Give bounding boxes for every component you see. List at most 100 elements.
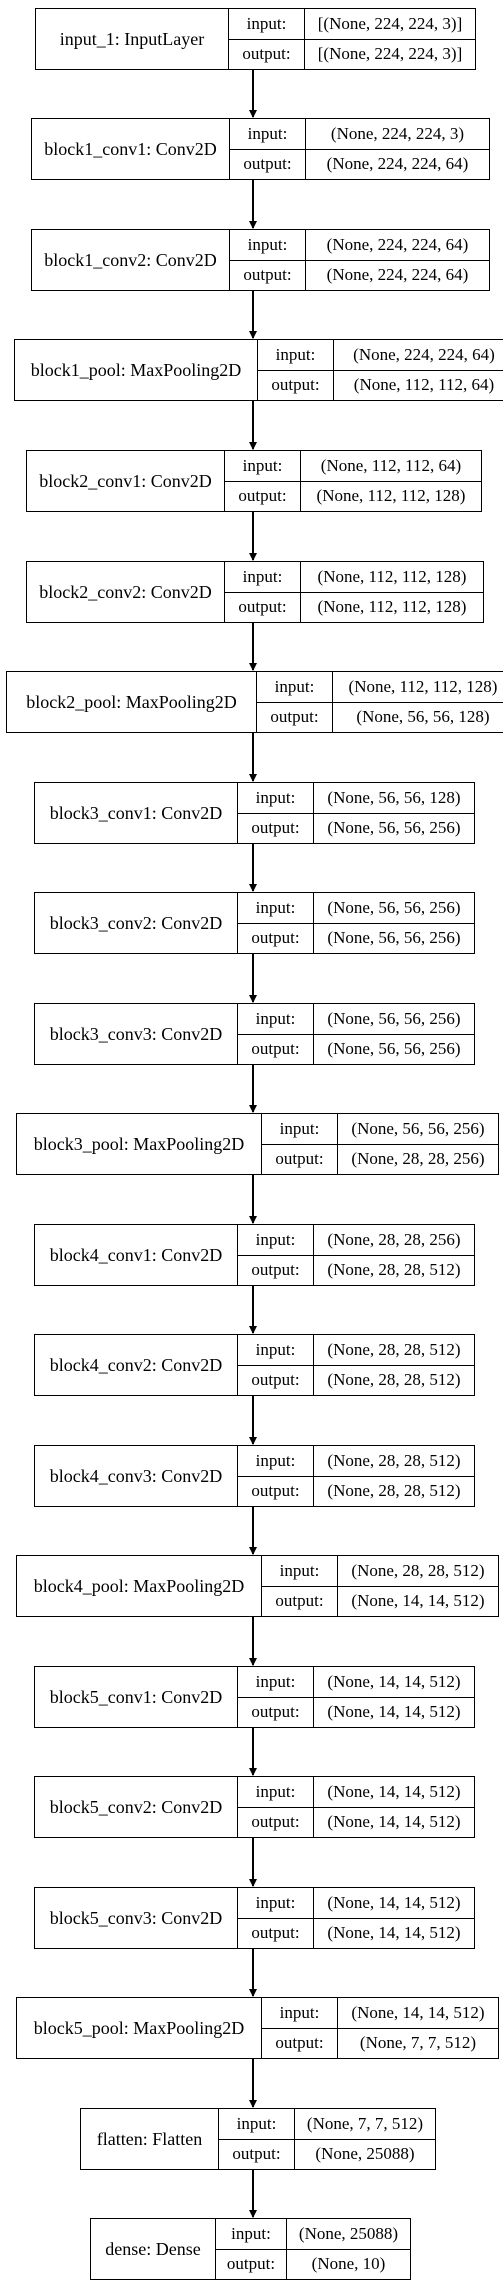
layer-name: block2_conv1: Conv2D xyxy=(39,470,212,491)
input-label: input: xyxy=(229,9,305,39)
input-shape: (None, 28, 28, 512) xyxy=(327,1339,461,1359)
shape-table: input: (None, 56, 56, 256) output: (None… xyxy=(237,893,474,953)
output-shape: (None, 7, 7, 512) xyxy=(359,2033,477,2053)
input-label: input: xyxy=(262,1998,338,2028)
shape-table: input: (None, 224, 224, 64) output: (Non… xyxy=(257,340,503,400)
output-row: output: (None, 28, 28, 256) xyxy=(262,1143,498,1174)
layer-name: block2_pool: MaxPooling2D xyxy=(26,691,237,712)
input-label: input: xyxy=(238,1225,314,1255)
layer-name: block4_conv3: Conv2D xyxy=(49,1465,223,1486)
input-label: input: xyxy=(238,1888,314,1918)
input-row: input: (None, 25088) xyxy=(216,2219,410,2249)
output-row: output: (None, 28, 28, 512) xyxy=(238,1475,474,1506)
input-row: input: (None, 28, 28, 512) xyxy=(238,1446,474,1476)
output-row: output: (None, 56, 56, 256) xyxy=(238,812,474,843)
output-label: output: xyxy=(230,149,306,179)
output-row: output: (None, 56, 56, 128) xyxy=(257,701,503,732)
output-row: output: (None, 14, 14, 512) xyxy=(262,1585,498,1616)
input-row: input: (None, 112, 112, 128) xyxy=(257,672,503,702)
input-shape: [(None, 224, 224, 3)] xyxy=(317,13,463,33)
input-label: input: xyxy=(238,1335,314,1365)
layer-name: block5_pool: MaxPooling2D xyxy=(33,2017,245,2038)
shape-table: input: (None, 28, 28, 512) output: (None… xyxy=(237,1446,474,1506)
output-shape: (None, 25088) xyxy=(315,2144,415,2164)
output-label: output: xyxy=(238,1255,314,1285)
output-shape: (None, 224, 224, 64) xyxy=(326,265,469,285)
layer-node: block4_conv1: Conv2D input: (None, 28, 2… xyxy=(34,1224,475,1286)
input-shape: (None, 14, 14, 512) xyxy=(327,1781,461,1801)
shape-table: input: (None, 14, 14, 512) output: (None… xyxy=(237,1888,474,1948)
input-shape: (None, 56, 56, 256) xyxy=(327,1008,461,1028)
output-row: output: (None, 56, 56, 256) xyxy=(238,922,474,953)
layer-name: block5_conv3: Conv2D xyxy=(49,1907,223,1928)
input-label: input: xyxy=(262,1556,338,1586)
output-row: output: (None, 7, 7, 512) xyxy=(262,2027,498,2058)
input-shape: (None, 14, 14, 512) xyxy=(327,1671,461,1691)
output-shape: (None, 56, 56, 256) xyxy=(327,1039,461,1059)
output-label: output: xyxy=(225,481,301,511)
layer-node: block4_conv2: Conv2D input: (None, 28, 2… xyxy=(34,1334,475,1396)
output-shape: (None, 56, 56, 256) xyxy=(327,928,461,948)
layer-name: block5_conv2: Conv2D xyxy=(49,1796,223,1817)
input-shape: (None, 14, 14, 512) xyxy=(327,1892,461,1912)
input-row: input: (None, 28, 28, 512) xyxy=(238,1335,474,1365)
output-row: output: (None, 112, 112, 128) xyxy=(225,591,483,622)
shape-table: input: (None, 224, 224, 3) output: (None… xyxy=(229,119,489,179)
layer-node: block4_conv3: Conv2D input: (None, 28, 2… xyxy=(34,1445,475,1507)
layer-node: block3_conv2: Conv2D input: (None, 56, 5… xyxy=(34,892,475,954)
input-row: input: (None, 14, 14, 512) xyxy=(262,1998,498,2028)
input-row: input: [(None, 224, 224, 3)] xyxy=(229,9,475,39)
output-shape: (None, 112, 112, 64) xyxy=(353,375,495,395)
input-shape: (None, 224, 224, 64) xyxy=(326,234,469,254)
layer-name: block3_conv3: Conv2D xyxy=(49,1023,223,1044)
output-shape: (None, 56, 56, 128) xyxy=(356,707,490,727)
output-row: output: (None, 14, 14, 512) xyxy=(238,1917,474,1948)
input-shape: (None, 28, 28, 512) xyxy=(327,1450,461,1470)
layer-node: block4_pool: MaxPooling2D input: (None, … xyxy=(16,1555,499,1617)
layer-node: block2_conv1: Conv2D input: (None, 112, … xyxy=(26,450,482,512)
output-shape: (None, 28, 28, 512) xyxy=(327,1370,461,1390)
layer-name: block3_pool: MaxPooling2D xyxy=(33,1133,245,1154)
output-shape: (None, 28, 28, 256) xyxy=(351,1149,485,1169)
output-label: output: xyxy=(262,1586,338,1616)
output-label: output: xyxy=(216,2249,287,2279)
output-label: output: xyxy=(262,2028,338,2058)
input-label: input: xyxy=(238,1004,314,1034)
output-shape: (None, 14, 14, 512) xyxy=(327,1812,461,1832)
input-label: input: xyxy=(262,1114,338,1144)
input-row: input: (None, 28, 28, 512) xyxy=(262,1556,498,1586)
input-row: input: (None, 56, 56, 128) xyxy=(238,783,474,813)
input-label: input: xyxy=(216,2219,287,2249)
layer-name: block3_conv1: Conv2D xyxy=(49,802,223,823)
output-label: output: xyxy=(238,813,314,843)
output-shape: (None, 14, 14, 512) xyxy=(327,1923,461,1943)
input-row: input: (None, 14, 14, 512) xyxy=(238,1888,474,1918)
shape-table: input: (None, 25088) output: (None, 10) xyxy=(215,2219,410,2279)
shape-table: input: (None, 14, 14, 512) output: (None… xyxy=(237,1667,474,1727)
output-shape: (None, 28, 28, 512) xyxy=(327,1481,461,1501)
input-row: input: (None, 56, 56, 256) xyxy=(238,893,474,923)
shape-table: input: (None, 224, 224, 64) output: (Non… xyxy=(229,230,489,290)
input-row: input: (None, 224, 224, 3) xyxy=(230,119,489,149)
shape-table: input: (None, 112, 112, 64) output: (Non… xyxy=(224,451,481,511)
input-shape: (None, 56, 56, 256) xyxy=(351,1118,485,1138)
output-shape: [(None, 224, 224, 3)] xyxy=(317,44,463,64)
layer-name: dense: Dense xyxy=(105,2238,201,2259)
layer-node: block1_conv1: Conv2D input: (None, 224, … xyxy=(31,118,490,180)
layer-node: block5_conv2: Conv2D input: (None, 14, 1… xyxy=(34,1776,475,1838)
output-label: output: xyxy=(238,1918,314,1948)
output-row: output: (None, 14, 14, 512) xyxy=(238,1696,474,1727)
layer-node: block1_conv2: Conv2D input: (None, 224, … xyxy=(31,229,490,291)
shape-table: input: [(None, 224, 224, 3)] output: [(N… xyxy=(228,9,475,69)
output-row: output: (None, 56, 56, 256) xyxy=(238,1033,474,1064)
output-label: output: xyxy=(230,260,306,290)
input-shape: (None, 112, 112, 128) xyxy=(348,676,498,696)
output-label: output: xyxy=(257,702,333,732)
input-row: input: (None, 14, 14, 512) xyxy=(238,1667,474,1697)
input-row: input: (None, 224, 224, 64) xyxy=(258,340,503,370)
output-row: output: (None, 14, 14, 512) xyxy=(238,1806,474,1837)
input-shape: (None, 28, 28, 512) xyxy=(351,1560,485,1580)
input-row: input: (None, 56, 56, 256) xyxy=(238,1004,474,1034)
input-shape: (None, 112, 112, 64) xyxy=(320,455,462,475)
